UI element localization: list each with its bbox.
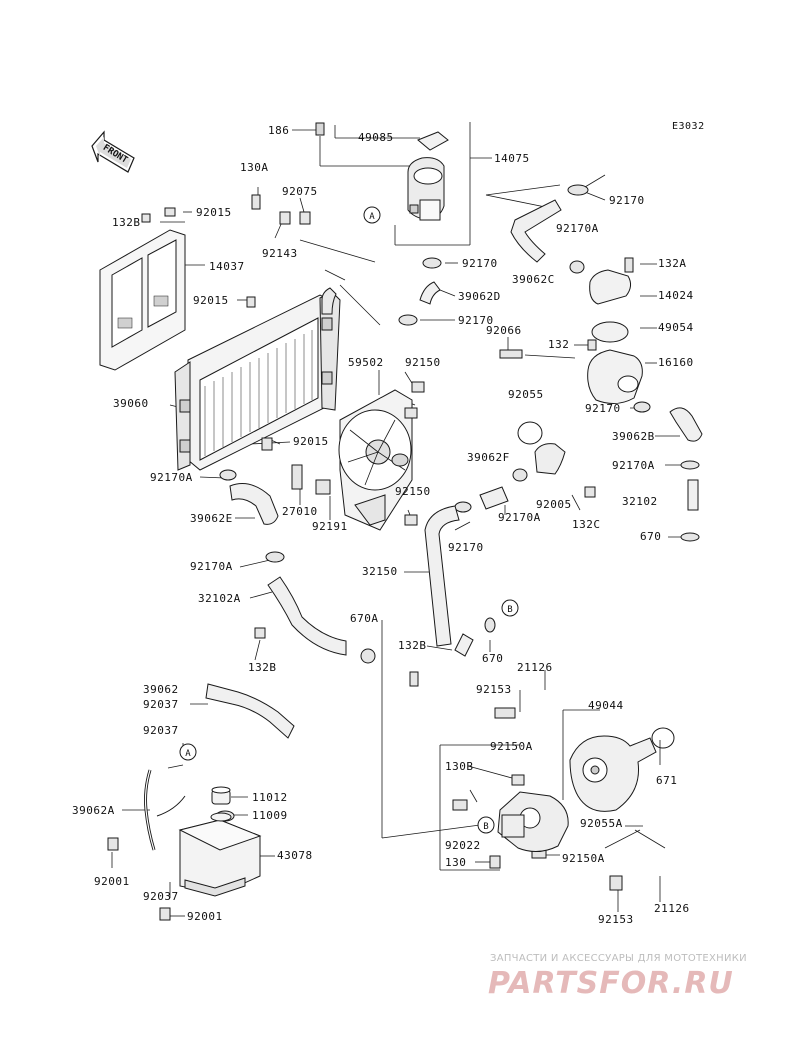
callout-b-bottom: B [483,822,488,832]
reservoir-tank [178,786,262,897]
part-label: 670A [350,612,379,625]
part-label: 92170A [612,459,655,472]
radiator [174,291,341,471]
part-label: 14024 [658,289,694,302]
water-pump [569,735,657,812]
part-label: 132C [572,518,601,531]
part-label: 92001 [187,910,223,923]
part-label: 27010 [282,505,318,518]
part-label: 32102A [198,592,241,605]
part-label: 49054 [658,321,694,334]
callout-a-top: A [369,212,375,222]
part-label: 92001 [94,875,130,888]
part-label: 92055A [580,817,623,830]
part-label: 49044 [588,699,624,712]
part-label: 92170A [150,471,193,484]
part-label: 132B [248,661,277,674]
part-label: 92037 [143,724,179,737]
part-label: 39062E [190,512,233,525]
part-label: 92037 [143,698,179,711]
part-label: 92150A [490,740,533,753]
part-label: 670 [482,652,504,665]
part-label: 670 [640,530,662,543]
part-label: 92191 [312,520,348,533]
callout-b-right: B [507,605,512,615]
part-label: 32102 [622,495,658,508]
part-label: 21126 [654,902,690,915]
part-label: 92150 [405,356,441,369]
part-label: 39062A [72,804,115,817]
watermark-tagline: ЗАПЧАСТИ И АКСЕССУАРЫ ДЛЯ МОТОТЕХНИКИ [490,953,747,964]
part-label: 132B [112,216,141,229]
part-label: 11009 [252,809,288,822]
watermark-logo: PARTSFOR.RU [488,966,734,1001]
part-label: 14037 [209,260,245,273]
cooling-fan [338,389,413,531]
part-label: 11012 [252,791,288,804]
part-label: 21126 [517,661,553,674]
part-label: 132 [548,338,570,351]
part-label: 92170 [458,314,494,327]
part-label: 92153 [598,913,634,926]
part-label: 92037 [143,890,179,903]
part-label: 39062F [467,451,510,464]
part-label: 32150 [362,565,398,578]
part-label: 92022 [445,839,481,852]
part-label: 671 [656,774,678,787]
part-label: 39062B [612,430,655,443]
thermostat-housing [587,269,643,404]
callout-a-left: A [185,749,191,759]
callout-markers [179,206,519,834]
part-label: 92170 [609,194,645,207]
part-label: 92075 [282,185,318,198]
pump-cover [497,791,569,852]
part-label: 92153 [476,683,512,696]
part-label: 92015 [293,435,329,448]
part-label: 92015 [196,206,232,219]
part-label: 92170A [498,511,541,524]
part-label: 59502 [348,356,384,369]
part-label: 92143 [262,247,298,260]
part-label: 92055 [508,388,544,401]
clamps-and-bolts [107,184,700,921]
front-arrow-icon [91,130,135,173]
part-label: 92005 [536,498,572,511]
part-label: 130 [445,856,467,869]
radiator-screen [99,229,186,371]
diagram-code: E3032 [672,121,705,132]
part-label: 14075 [494,152,530,165]
part-label: 92170 [448,541,484,554]
part-label: 92170A [190,560,233,573]
part-label: 92170A [556,222,599,235]
part-label: 132A [658,257,687,270]
part-label: 16160 [658,356,694,369]
overflow-hose [205,683,295,739]
part-label: 39062 [143,683,179,696]
part-label: 92066 [486,324,522,337]
part-label: 92170 [585,402,621,415]
part-label: 92150 [395,485,431,498]
part-label: 186 [268,124,290,137]
part-label: 39062C [512,273,555,286]
part-label: 43078 [277,849,313,862]
hoses [229,199,703,657]
part-label: 132B [398,639,427,652]
part-label: 92170 [462,257,498,270]
outlet-fitting [534,443,566,475]
part-label: 39060 [113,397,149,410]
part-label: 130A [240,161,269,174]
part-label: 92015 [193,294,229,307]
part-label: 49085 [358,131,394,144]
part-label: 39062D [458,290,501,303]
filler-neck [407,131,449,221]
part-label: 92150A [562,852,605,865]
part-label: 130B [445,760,474,773]
